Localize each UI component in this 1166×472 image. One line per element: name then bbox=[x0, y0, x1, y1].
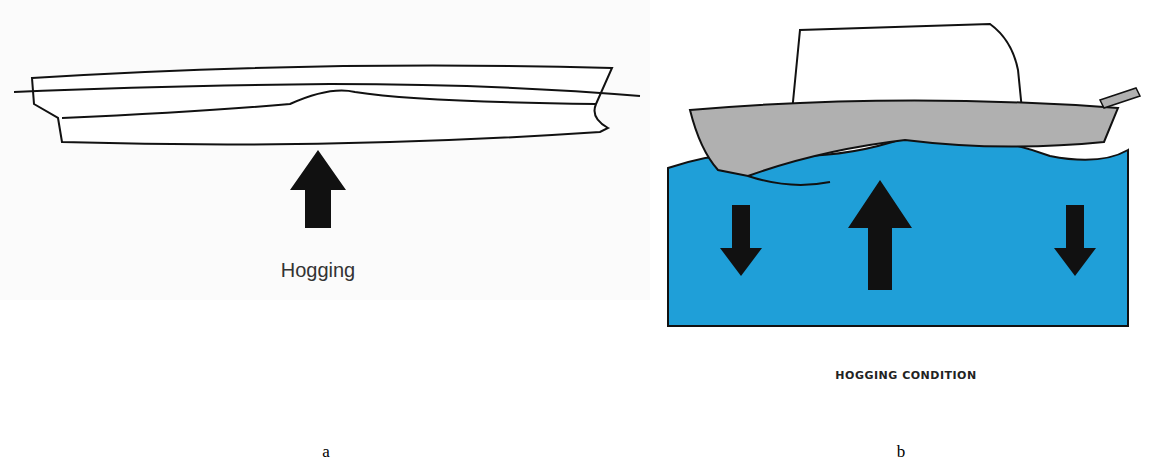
down-arrow bbox=[1054, 205, 1096, 276]
boat-hull bbox=[690, 100, 1118, 176]
buoyancy-arrow bbox=[290, 150, 346, 228]
outboard bbox=[1100, 88, 1140, 108]
water-line bbox=[14, 84, 640, 96]
panel-letter: b bbox=[897, 442, 906, 462]
down-arrow bbox=[720, 205, 762, 276]
panel-ground bbox=[0, 0, 650, 300]
ship-hull bbox=[32, 66, 612, 145]
panel-letter: a bbox=[322, 442, 330, 462]
panel-label: HOGGING CONDITION bbox=[835, 369, 976, 382]
up-arrow bbox=[848, 180, 912, 290]
hull-outline bbox=[748, 176, 830, 185]
boat-cabin bbox=[792, 24, 1022, 112]
panel-label: Hogging bbox=[281, 259, 356, 282]
hull-bend-line bbox=[62, 91, 596, 119]
